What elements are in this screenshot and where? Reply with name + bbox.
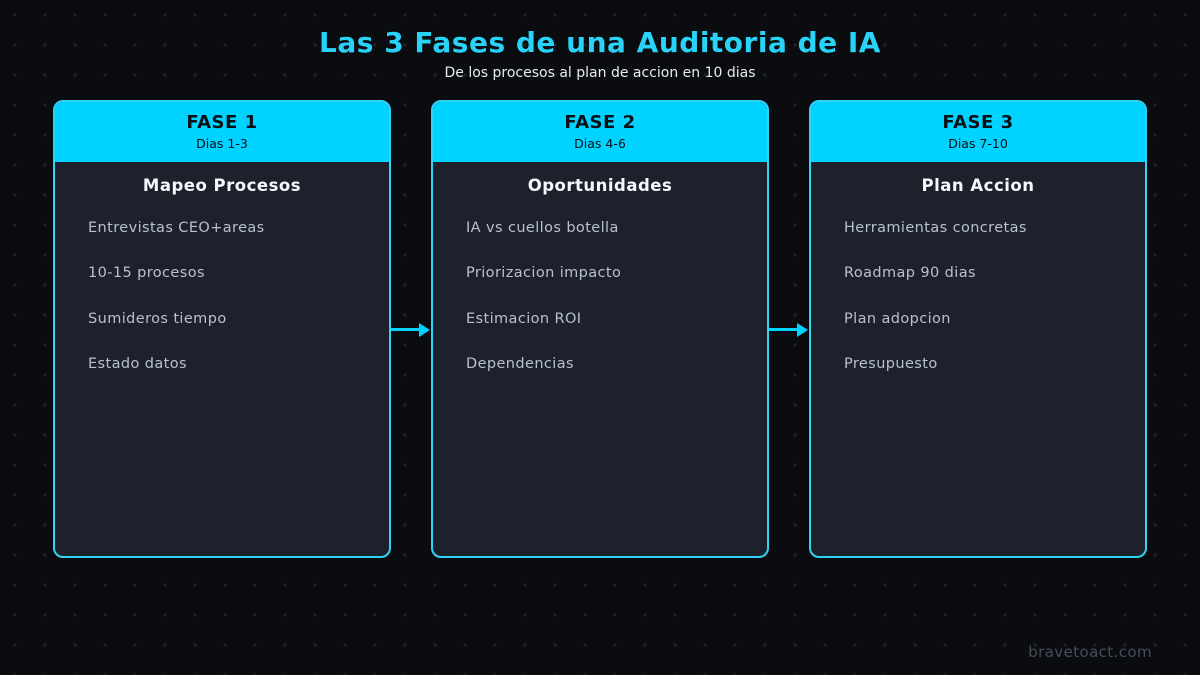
- phase-3-body: Plan Accion Herramientas concretas Roadm…: [811, 162, 1145, 374]
- phase-3-header: FASE 3 Dias 7-10: [811, 102, 1145, 162]
- watermark: bravetoact.com: [1028, 643, 1152, 661]
- phase-card-2: FASE 2 Dias 4-6 Oportunidades IA vs cuel…: [431, 100, 769, 558]
- arrow-right-icon: [797, 322, 808, 337]
- page-subtitle: De los procesos al plan de accion en 10 …: [444, 65, 756, 81]
- list-item: Estimacion ROI: [466, 310, 582, 327]
- list-item: Entrevistas CEO+areas: [88, 220, 265, 236]
- phase-2-days: Dias 4-6: [574, 135, 626, 151]
- phase-1-header: FASE 1 Dias 1-3: [55, 102, 389, 162]
- phase-1-days: Dias 1-3: [196, 135, 248, 151]
- list-item: IA vs cuellos botella: [466, 220, 619, 236]
- arrow-line: [391, 328, 421, 331]
- page-title: Las 3 Fases de una Auditoria de IA: [319, 26, 881, 59]
- list-item: Dependencias: [466, 356, 574, 373]
- phase-1-label: FASE 1: [186, 112, 258, 134]
- phase-3-items: Herramientas concretas Roadmap 90 dias P…: [811, 219, 1145, 374]
- phase-card-3: FASE 3 Dias 7-10 Plan Accion Herramienta…: [809, 100, 1147, 558]
- list-item: Plan adopcion: [844, 310, 951, 327]
- phase-1-items: Entrevistas CEO+areas 10-15 procesos Sum…: [55, 219, 389, 374]
- phase-card-1: FASE 1 Dias 1-3 Mapeo Procesos Entrevist…: [53, 100, 391, 558]
- arrow-right-icon: [419, 322, 430, 337]
- phase-2-label: FASE 2: [564, 112, 636, 134]
- phase-2-body: Oportunidades IA vs cuellos botella Prio…: [433, 162, 767, 374]
- list-item: Estado datos: [88, 356, 187, 373]
- phase-3-heading: Plan Accion: [921, 176, 1035, 195]
- list-item: Presupuesto: [844, 356, 938, 373]
- list-item: Roadmap 90 dias: [844, 265, 976, 282]
- phase-3-days: Dias 7-10: [948, 135, 1008, 151]
- list-item: 10-15 procesos: [88, 265, 205, 282]
- arrow-connector-2: [769, 100, 809, 558]
- phase-2-heading: Oportunidades: [527, 176, 673, 195]
- arrow-line: [769, 328, 799, 331]
- phase-1-heading: Mapeo Procesos: [142, 176, 302, 195]
- phase-2-items: IA vs cuellos botella Priorizacion impac…: [433, 219, 767, 374]
- phases-row: FASE 1 Dias 1-3 Mapeo Procesos Entrevist…: [0, 100, 1200, 558]
- phase-1-body: Mapeo Procesos Entrevistas CEO+areas 10-…: [55, 162, 389, 374]
- phase-2-header: FASE 2 Dias 4-6: [433, 102, 767, 162]
- arrow-connector-1: [391, 100, 431, 558]
- list-item: Priorizacion impacto: [466, 265, 622, 282]
- phase-3-label: FASE 3: [942, 112, 1014, 134]
- list-item: Sumideros tiempo: [88, 310, 227, 327]
- list-item: Herramientas concretas: [844, 220, 1027, 236]
